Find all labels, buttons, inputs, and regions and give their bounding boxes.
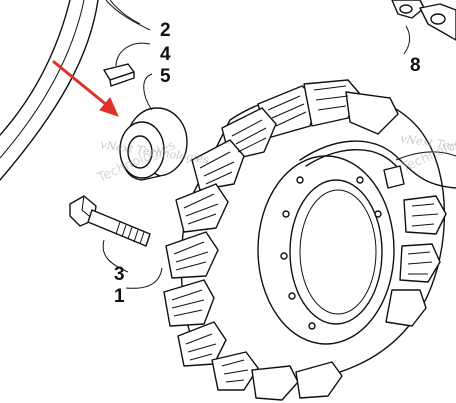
spacer-bushing-part: [119, 107, 188, 181]
bolt-part: [69, 195, 151, 247]
callout-4: 4: [160, 44, 171, 65]
leader-lines: [102, 0, 411, 289]
lead-bracket-part: [391, 0, 456, 41]
flywheel-outline: [0, 0, 141, 181]
callout-2: 2: [160, 20, 171, 41]
red-arrow-icon: [52, 60, 119, 117]
callout-8: 8: [410, 55, 421, 76]
callout-5: 5: [160, 66, 171, 87]
woodruff-key-part: [103, 63, 135, 87]
stator-part: [163, 79, 456, 401]
callout-3: 3: [114, 264, 125, 285]
callout-1: 1: [114, 286, 125, 307]
